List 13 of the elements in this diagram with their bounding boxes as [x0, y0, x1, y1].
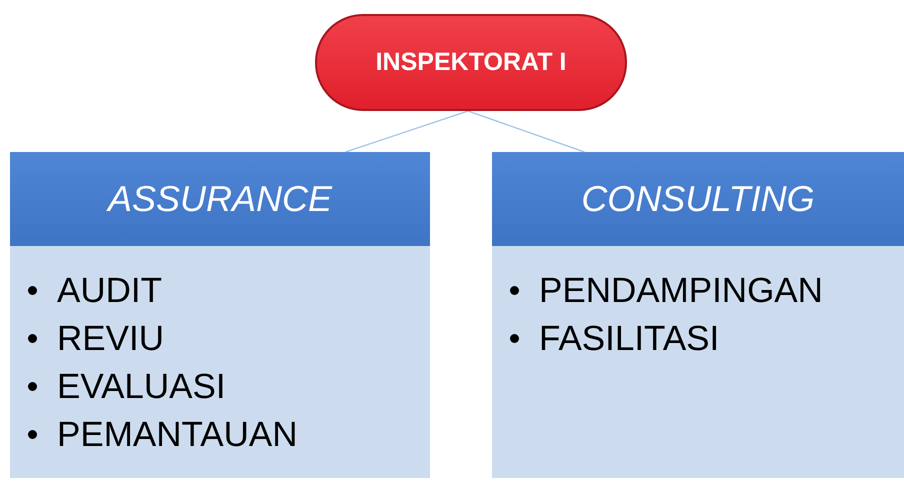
category-card	[492, 152, 904, 478]
category-card	[10, 152, 430, 478]
header-text: CONSULTING	[581, 177, 815, 221]
connector-line	[345, 110, 468, 153]
header-text: ASSURANCE	[108, 177, 332, 221]
list-item-text: AUDIT	[57, 272, 162, 308]
list-item-text: EVALUASI	[57, 368, 226, 404]
list-item-text: PEMANTAUAN	[57, 416, 298, 452]
title-text: INSPEKTORAT I	[376, 46, 566, 78]
connector-line	[468, 110, 585, 153]
list-item-text: REVIU	[57, 320, 164, 356]
list-item-text: PENDAMPINGAN	[539, 272, 823, 308]
list-item-text: FASILITASI	[539, 320, 720, 356]
